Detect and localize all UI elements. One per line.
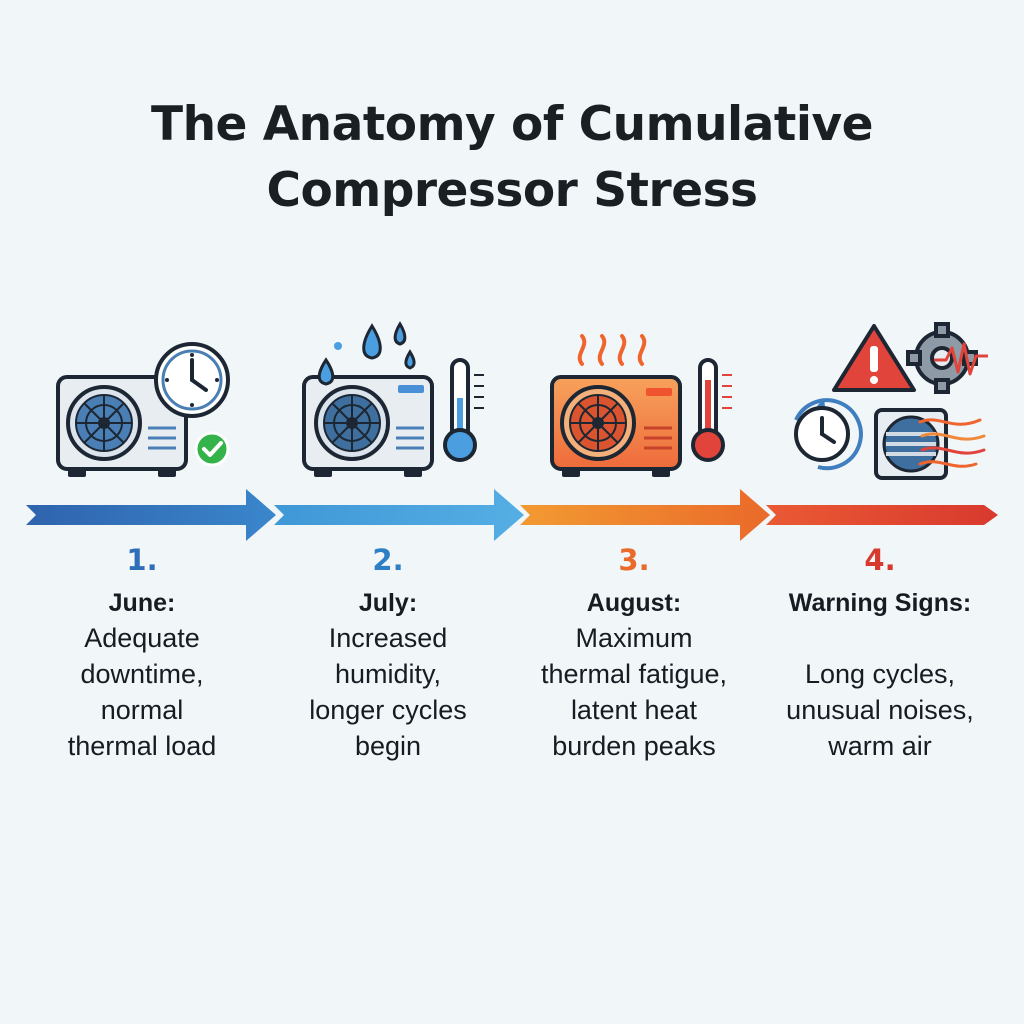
step-heading: July:: [358, 589, 418, 617]
step-number: 1.: [126, 543, 158, 577]
step-heading: Warning Signs:: [788, 589, 972, 617]
page-title: The Anatomy of Cumulative Compressor Str…: [0, 92, 1024, 224]
hot-ac-unit-heat-waves-thermometer-icon: [550, 334, 732, 477]
step-description-line: unusual noises,: [786, 695, 974, 725]
step-description-line: thermal load: [67, 731, 217, 761]
step-description-line: begin: [354, 731, 422, 761]
ac-unit-water-drops-thermometer-icon: [302, 321, 484, 477]
timeline-arrow-2: [274, 489, 524, 541]
ac-unit-clock-check-icon: [56, 342, 230, 477]
step-description-line: normal: [100, 695, 184, 725]
step-description-line: burden peaks: [552, 731, 716, 761]
step-heading: August:: [586, 589, 682, 617]
step-description-line: humidity,: [334, 659, 442, 689]
step-3: 3. August: Maximum thermal fatigue, late…: [509, 540, 759, 764]
title-line-2: Compressor Stress: [266, 163, 758, 218]
step-number: 2.: [372, 543, 404, 577]
step-description-line: Adequate: [84, 623, 200, 653]
timeline-arrow-3: [520, 489, 770, 541]
stage-icons: [56, 321, 988, 480]
step-description-line: longer cycles: [309, 695, 467, 725]
timeline-arrow-4: [766, 505, 998, 525]
step-2: 2. July: Increased humidity, longer cycl…: [263, 540, 513, 764]
step-description-line: latent heat: [570, 695, 698, 725]
step-1: 1. June: Adequate downtime, normal therm…: [17, 540, 267, 764]
title-line-1: The Anatomy of Cumulative: [151, 97, 873, 152]
timeline-arrow-1: [26, 489, 276, 541]
step-number: 3.: [618, 543, 650, 577]
step-number: 4.: [864, 543, 896, 577]
step-4: 4. Warning Signs: Long cycles, unusual n…: [755, 540, 1005, 764]
step-description-line: Long cycles,: [804, 659, 956, 689]
step-description-line: warm air: [828, 731, 932, 761]
step-description-line: downtime,: [80, 659, 204, 689]
step-heading: June:: [108, 589, 176, 617]
step-description-line: Maximum: [575, 623, 693, 653]
step-description-line: Increased: [328, 623, 448, 653]
warning-gear-clock-fan-icon: [794, 322, 988, 480]
timeline-arrows: [26, 489, 998, 541]
step-description-line: thermal fatigue,: [540, 659, 728, 689]
